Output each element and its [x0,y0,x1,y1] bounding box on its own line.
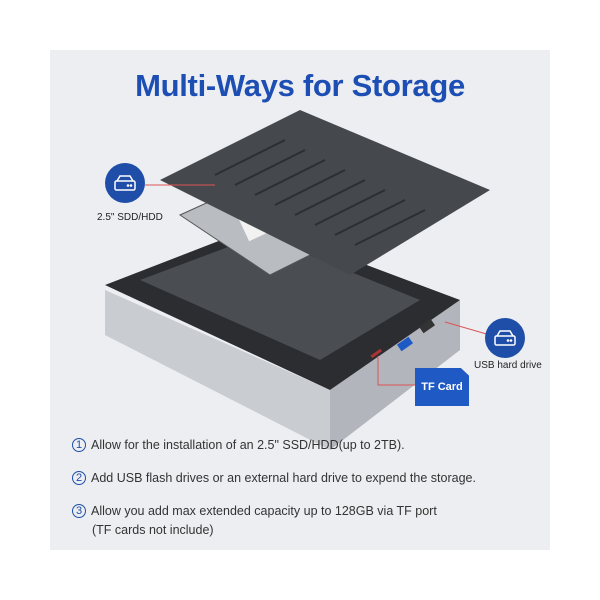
number-badge: 2 [72,471,86,485]
pc-front-right [330,300,460,450]
usb-port [396,336,414,352]
bay-cover [160,110,490,275]
tf-slot [370,348,383,359]
feature-note: (TF cards not include) [92,523,214,537]
number-badge: 3 [72,504,86,518]
page-title: Multi-Ways for Storage [135,68,465,103]
number-badge: 1 [72,438,86,452]
callout-line [377,356,415,386]
feature-list: 1 Allow for the installation of an 2.5" S… [72,434,476,537]
feature-text: Allow for the installation of an 2.5" SS… [91,438,405,452]
internal-drive-badge [105,163,145,203]
pc-top-bay [140,235,420,360]
pc-front-left [105,290,330,450]
callout-line [444,321,491,336]
feature-text: Add USB flash drives or an external hard… [91,471,476,485]
hard-drive-icon [494,330,516,346]
feature-item: 2 Add USB flash drives or an external har… [72,467,476,489]
usb-drive-label: USB hard drive [474,360,542,371]
usb-port [418,318,436,334]
feature-item: 1 Allow for the installation of an 2.5" S… [72,434,476,456]
usb-drive-badge [485,318,525,358]
tf-card: TF Card [415,368,469,406]
hard-drive-icon [114,175,136,191]
feature-item: 3 Allow you add max extended capacity up … [72,500,476,522]
feature-text: Allow you add max extended capacity up t… [91,504,437,518]
internal-drive-label: 2.5" SDD/HDD [97,212,163,223]
